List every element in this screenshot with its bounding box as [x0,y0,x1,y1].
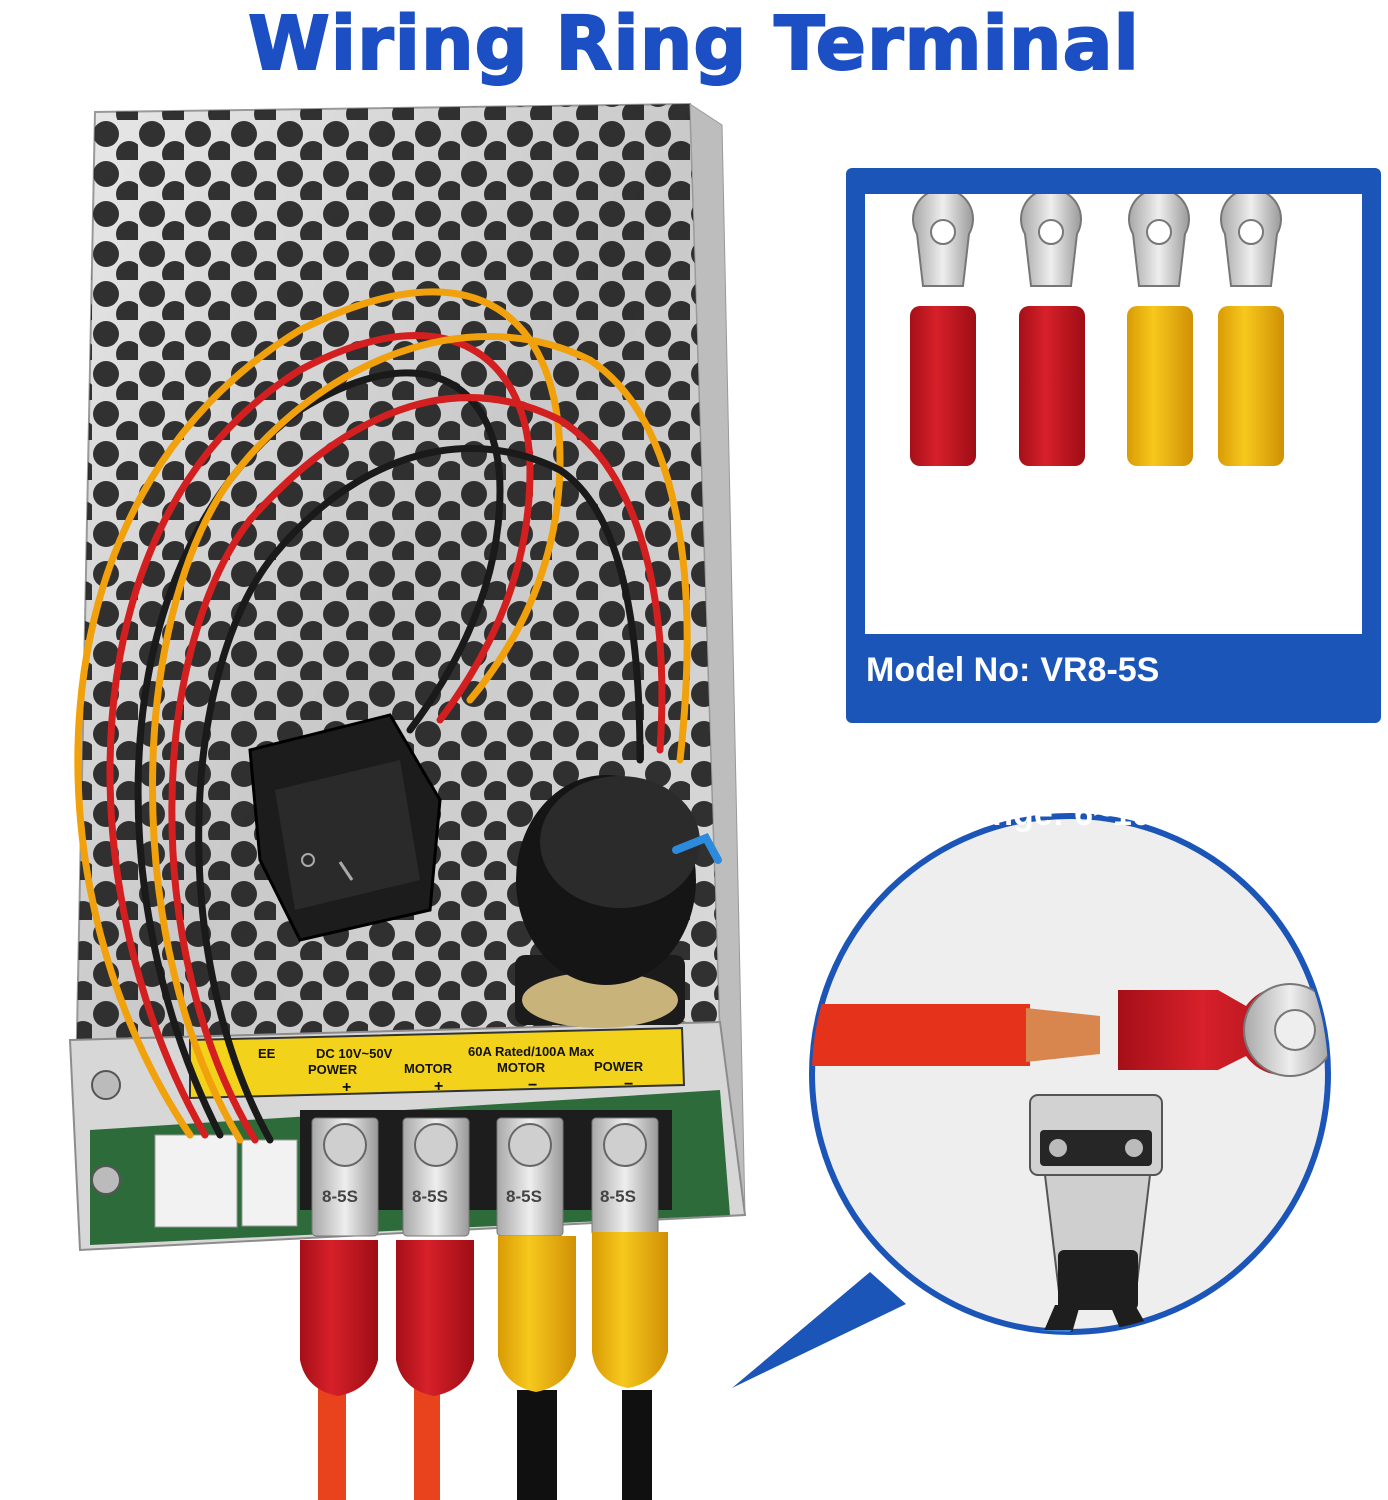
page-title: Wiring Ring Terminal [247,0,1140,88]
copper-strands [1026,1008,1100,1062]
terminal-label-motor-neg: MOTOR [497,1060,546,1075]
specs-list: Model No:VR8-5S Max Current:62 Amps Wire… [866,634,1366,850]
signal-wires [74,288,691,1144]
red-cable [812,1004,1030,1066]
wire-connector [241,1139,298,1227]
terminal-photo [865,188,1362,634]
wire-connector [154,1134,238,1228]
potentiometer-knob-icon [515,775,722,1028]
lug-1: 8-5S [311,1117,379,1237]
spec-max-current: Max Current:62 Amps [866,706,1366,778]
rocker-switch-icon [248,713,442,942]
terminal-label-power-neg: POWER [594,1059,644,1074]
lug-mark: 8-5S [322,1187,358,1206]
terminal-label-power-pos: POWER [308,1062,358,1077]
output-cables [318,1380,652,1500]
terminal-screw-icon [508,1123,552,1167]
terminal-screw-icon [414,1123,458,1167]
lug-2: 8-5S [402,1117,470,1237]
lug-mark: 8-5S [600,1187,636,1206]
current-rating: 60A Rated/100A Max [468,1044,595,1059]
ring-terminal-icon [1127,188,1193,466]
spec-label: Wire Range: [866,795,1065,833]
spec-value: 6~10 mm² [1074,795,1232,833]
voltage-rating: DC 10V~50V [316,1046,393,1061]
spec-wire-range: Wire Range:6~10 mm² [866,778,1366,850]
terminal-sign: + [434,1078,443,1095]
insulated-sleeves [300,1232,668,1396]
terminal-label-motor-pos: MOTOR [404,1061,453,1076]
spec-value: 62 Amps [1085,723,1227,761]
lug-3: 8-5S [496,1117,564,1237]
ring-terminal-icon [1218,188,1284,466]
terminal-screw-icon [323,1123,367,1167]
mount-screw-icon [91,1165,121,1195]
specs-panel: Model No:VR8-5S Max Current:62 Amps Wire… [846,168,1381,833]
spec-value: VR8-5S [1040,651,1160,689]
mount-screw-icon [91,1070,121,1100]
lug-mark: 8-5S [412,1187,448,1206]
spec-label: Model No: [866,651,1031,689]
terminal-sign: − [528,1077,537,1094]
spec-label: Max Current: [866,723,1076,761]
speed-controller: EE DC 10V~50V 60A Rated/100A Max POWER M… [68,102,747,1252]
lug-4: 8-5S [591,1117,659,1237]
spec-model: Model No:VR8-5S [866,634,1366,706]
terminal-sign: − [624,1076,633,1093]
ring-terminal-icon [910,188,976,466]
callout-pointer [732,1272,906,1388]
ring-terminal-icon [1019,188,1085,466]
brand-fragment: EE [258,1046,276,1061]
terminal-screw-icon [603,1123,647,1167]
lug-mark: 8-5S [506,1187,542,1206]
terminal-sign: + [342,1079,351,1096]
